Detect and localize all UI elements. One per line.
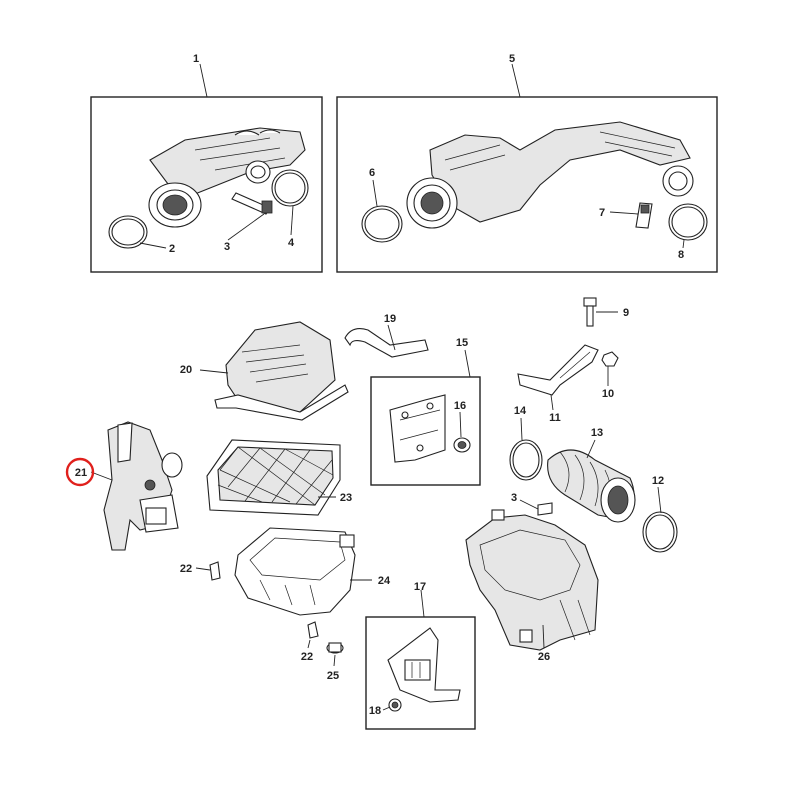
inset-box-duct-assembly bbox=[336, 63, 718, 273]
callout-label: 18 bbox=[369, 705, 381, 717]
callout-label: 3 bbox=[511, 492, 517, 504]
callout-label: 17 bbox=[414, 581, 426, 593]
callout-label: 12 bbox=[652, 475, 664, 487]
callout-label: 23 bbox=[340, 492, 352, 504]
callout-label: 2 bbox=[169, 243, 175, 255]
part-sensor-lower bbox=[519, 499, 553, 516]
callout-label: 10 bbox=[602, 388, 614, 400]
callout-label: 11 bbox=[549, 412, 561, 424]
callout-label: 3 bbox=[224, 241, 230, 253]
part-intake-hose bbox=[547, 439, 636, 523]
part-air-inlet-duct bbox=[90, 421, 183, 551]
part-air-filter bbox=[206, 439, 341, 516]
part-clamp-12 bbox=[642, 486, 678, 553]
callout-label: 6 bbox=[369, 167, 375, 179]
callout-label: 24 bbox=[378, 575, 391, 587]
part-nut bbox=[601, 351, 619, 386]
part-bracket-11 bbox=[517, 344, 599, 411]
inset-box-bracket-17 bbox=[365, 589, 476, 730]
callout-label: 25 bbox=[327, 670, 339, 682]
callout-label: 20 bbox=[180, 364, 192, 376]
part-clamp-14 bbox=[509, 417, 543, 481]
part-clip-upper bbox=[195, 561, 221, 581]
callout-label: 8 bbox=[678, 249, 684, 261]
callout-label: 13 bbox=[591, 427, 603, 439]
part-grommet bbox=[326, 642, 344, 667]
callout-label: 22 bbox=[301, 651, 313, 663]
part-air-cleaner-cover bbox=[199, 321, 349, 421]
callout-label: 19 bbox=[384, 313, 396, 325]
callout-label: 7 bbox=[599, 207, 605, 219]
part-lower-housing bbox=[465, 509, 599, 651]
callout-label: 14 bbox=[514, 405, 527, 417]
part-clip-lower bbox=[307, 621, 319, 649]
part-bolt bbox=[583, 297, 618, 327]
part-drain-tube bbox=[344, 324, 429, 358]
callout-label: 26 bbox=[538, 651, 550, 663]
callout-label: 4 bbox=[288, 237, 295, 249]
part-air-cleaner-housing bbox=[234, 527, 372, 616]
callout-label: 9 bbox=[623, 307, 629, 319]
inset-box-bracket-15 bbox=[370, 349, 481, 486]
callout-label: 15 bbox=[456, 337, 468, 349]
callout-label: 21 bbox=[75, 467, 87, 479]
callout-label: 1 bbox=[193, 53, 199, 65]
callout-label: 22 bbox=[180, 563, 192, 575]
callout-label: 16 bbox=[454, 400, 466, 412]
inset-box-resonator bbox=[90, 63, 323, 273]
callout-label: 5 bbox=[509, 53, 515, 65]
highlight-ring bbox=[65, 457, 95, 487]
